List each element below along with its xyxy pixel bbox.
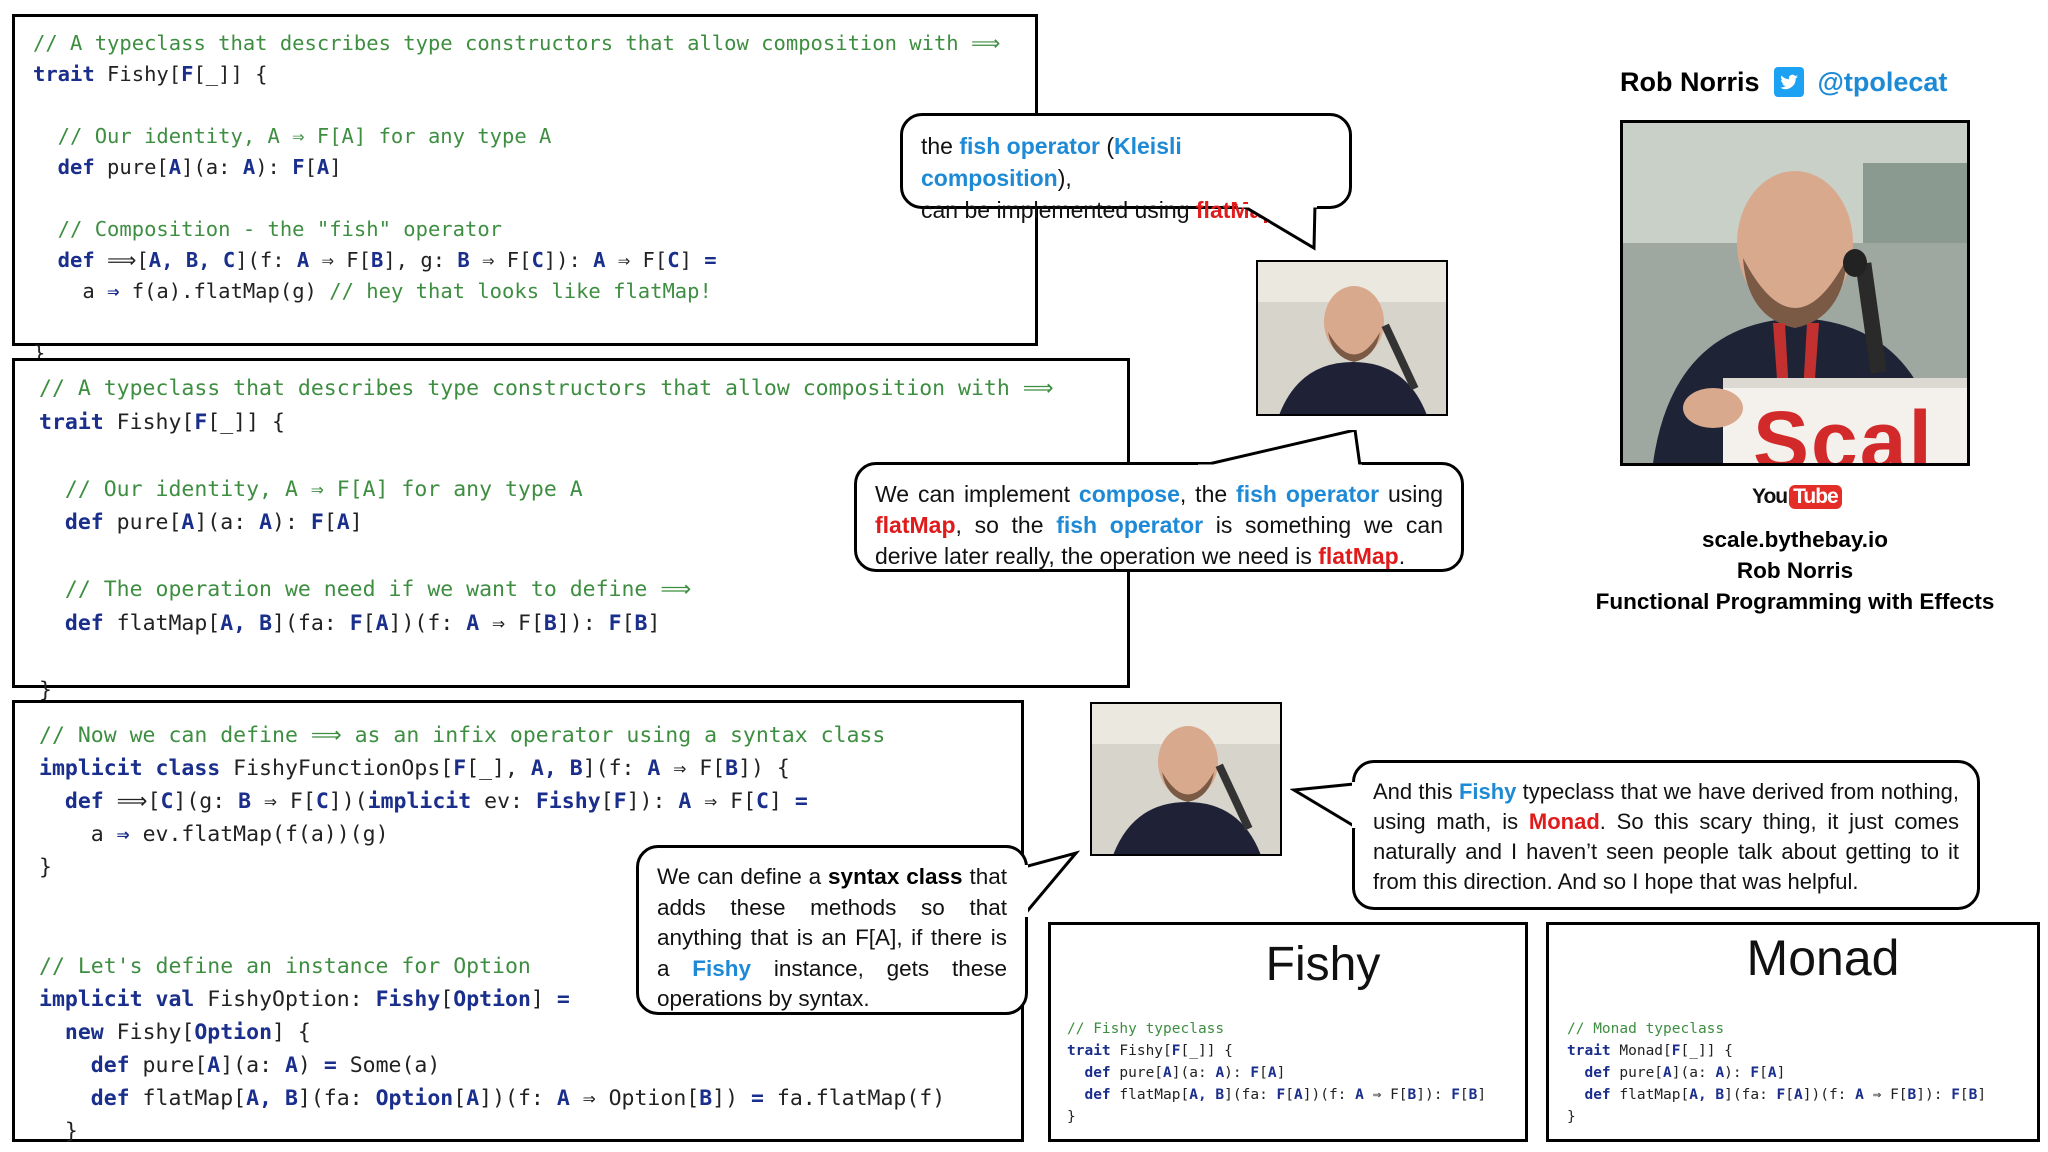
- bubble-text: And this Fishy typeclass that we have de…: [1373, 779, 1959, 894]
- code-line: def pure[A](a: A): F[A]: [1067, 1065, 1286, 1081]
- code-line: def pure[A](a: A): F[A]: [33, 155, 342, 179]
- monad-title: Monad: [1746, 930, 1900, 986]
- bubble-tail: [1198, 430, 1362, 470]
- code-panel-fish-operator: // A typeclass that describes type const…: [12, 14, 1038, 365]
- code-block: // Now we can define ⟹ as an infix opera…: [39, 723, 945, 1152]
- bubble-tail: [1290, 782, 1356, 829]
- banner-text: Scal: [1753, 394, 1934, 466]
- code-line: }: [1567, 1109, 1576, 1125]
- code-line: }: [39, 1119, 78, 1144]
- speaker-name-2: Rob Norris: [1736, 558, 1854, 583]
- code-line: trait Fishy[F[_]] {: [33, 62, 268, 86]
- fishy-card: Fishy // Fishy typeclass trait Fishy[F[_]…: [1048, 922, 1528, 1142]
- code-line: a ⇒ ev.flatMap(f(a))(g): [39, 822, 389, 847]
- talk-title: Functional Programming with Effects: [1595, 589, 1995, 614]
- code-line: trait Fishy[F[_]] {: [39, 409, 285, 435]
- code-line: }: [39, 855, 52, 880]
- bubble-tail: [1024, 850, 1081, 918]
- bubble-tail: [1237, 204, 1317, 251]
- speech-bubble-compose: We can implement compose, the fish opera…: [854, 462, 1464, 572]
- code-block: // A typeclass that describes type const…: [39, 376, 1054, 711]
- code-line: // A typeclass that describes type const…: [39, 376, 1054, 401]
- conference-site[interactable]: scale.bythebay.io: [1702, 527, 1888, 552]
- speaker-info: scale.bythebay.io Rob Norris Functional …: [1560, 524, 2030, 617]
- twitter-handle[interactable]: @tpolecat: [1817, 66, 1948, 97]
- bubble-text: We can define a syntax class that adds t…: [657, 864, 1007, 1011]
- code-line: [39, 644, 1054, 678]
- speech-bubble-syntax-class: We can define a syntax class that adds t…: [636, 845, 1028, 1015]
- code-line: }: [39, 677, 52, 703]
- youtube-logo: You Tube: [1752, 484, 1842, 510]
- code-line: def pure[A](a: A): F[A]: [1567, 1065, 1786, 1081]
- code-line: def flatMap[A, B](fa: F[A])(f: A ⇒ F[B])…: [39, 610, 661, 636]
- code-block: // Fishy typeclass trait Fishy[F[_]] { de…: [1067, 1021, 1486, 1131]
- code-line: trait Monad[F[_]] {: [1567, 1043, 1733, 1059]
- code-line: // Composition - the "fish" operator: [33, 217, 502, 241]
- code-line: def pure[A](a: A): F[A]: [39, 510, 363, 535]
- code-line: [33, 186, 1000, 217]
- speech-bubble-fish-operator: the fish operator (Kleisli composition),…: [900, 113, 1352, 223]
- code-line: [33, 93, 1000, 124]
- speaker-header: Rob Norris @tpolecat: [1620, 62, 1947, 102]
- code-line: def ⟹[C](g: B ⇒ F[C])(implicit ev: Fishy…: [39, 789, 808, 814]
- speaker-photo: Scal: [1620, 120, 1970, 466]
- speaker-thumbnail: [1256, 260, 1448, 416]
- speaker-name: Rob Norris: [1620, 66, 1760, 97]
- code-line: // Our identity, A ⇒ F[A] for any type A: [39, 476, 583, 502]
- speech-bubble-monad: And this Fishy typeclass that we have de…: [1352, 760, 1980, 910]
- code-line: trait Fishy[F[_]] {: [1067, 1043, 1233, 1059]
- code-line: // Now we can define ⟹ as an infix opera…: [39, 723, 886, 748]
- code-line: def flatMap[A, B](fa: F[A])(f: A ⇒ F[B])…: [1567, 1087, 1987, 1103]
- code-line: implicit val FishyOption: Fishy[Option] …: [39, 987, 570, 1012]
- speaker-thumbnail: [1090, 702, 1282, 856]
- fishy-title: Fishy: [1265, 938, 1381, 991]
- code-line: // Let's define an instance for Option: [39, 954, 531, 979]
- code-line: // A typeclass that describes type const…: [33, 31, 1001, 55]
- code-line: a ⇒ f(a).flatMap(g) // hey that looks li…: [33, 279, 712, 303]
- code-line: // The operation we need if we want to d…: [39, 577, 692, 602]
- bubble-text: We can implement compose, the fish opera…: [875, 481, 1444, 569]
- code-block: // A typeclass that describes type const…: [33, 31, 1000, 372]
- code-line: [33, 310, 1000, 341]
- code-line: implicit class FishyFunctionOps[F[_], A,…: [39, 756, 790, 781]
- code-line: def flatMap[A, B](fa: Option[A])(f: A ⇒ …: [39, 1086, 946, 1111]
- code-line: def ⟹[A, B, C](f: A ⇒ F[B], g: B ⇒ F[C])…: [33, 248, 717, 272]
- twitter-icon: [1773, 67, 1804, 97]
- code-line: def flatMap[A, B](fa: F[A])(f: A ⇒ F[B])…: [1067, 1087, 1487, 1103]
- code-line: def pure[A](a: A) = Some(a): [39, 1053, 441, 1078]
- code-line: new Fishy[Option] {: [39, 1020, 311, 1045]
- code-block: // Monad typeclass trait Monad[F[_]] { de…: [1567, 1021, 1986, 1131]
- code-line: // Fishy typeclass: [1067, 1021, 1225, 1037]
- code-line: // Our identity, A ⇒ F[A] for any type A: [33, 124, 552, 148]
- code-line: }: [1067, 1109, 1076, 1125]
- code-line: // Monad typeclass: [1567, 1021, 1725, 1037]
- monad-card: Monad // Monad typeclass trait Monad[F[_]…: [1546, 922, 2040, 1142]
